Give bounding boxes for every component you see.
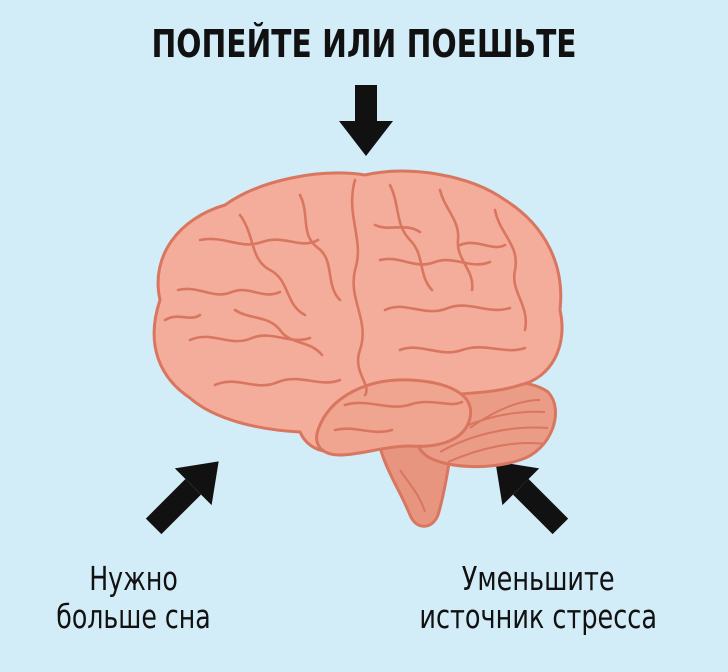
left-caption-line2: больше сна	[56, 597, 211, 636]
right-caption-line2: источник стресса	[419, 597, 657, 636]
right-caption-line1: Уменьшите	[461, 559, 615, 598]
left-caption: Нужно больше сна	[40, 560, 227, 636]
arrow-up-right-icon	[145, 461, 219, 535]
arrow-up-left-icon	[495, 461, 569, 535]
arrow-down-icon	[339, 85, 393, 156]
top-caption: ПОПЕЙТЕ ИЛИ ПОЕШЬТЕ	[151, 22, 577, 66]
right-caption: Уменьшите источник стресса	[392, 560, 684, 636]
brain-icon	[152, 169, 564, 528]
left-caption-line1: Нужно	[89, 559, 178, 598]
